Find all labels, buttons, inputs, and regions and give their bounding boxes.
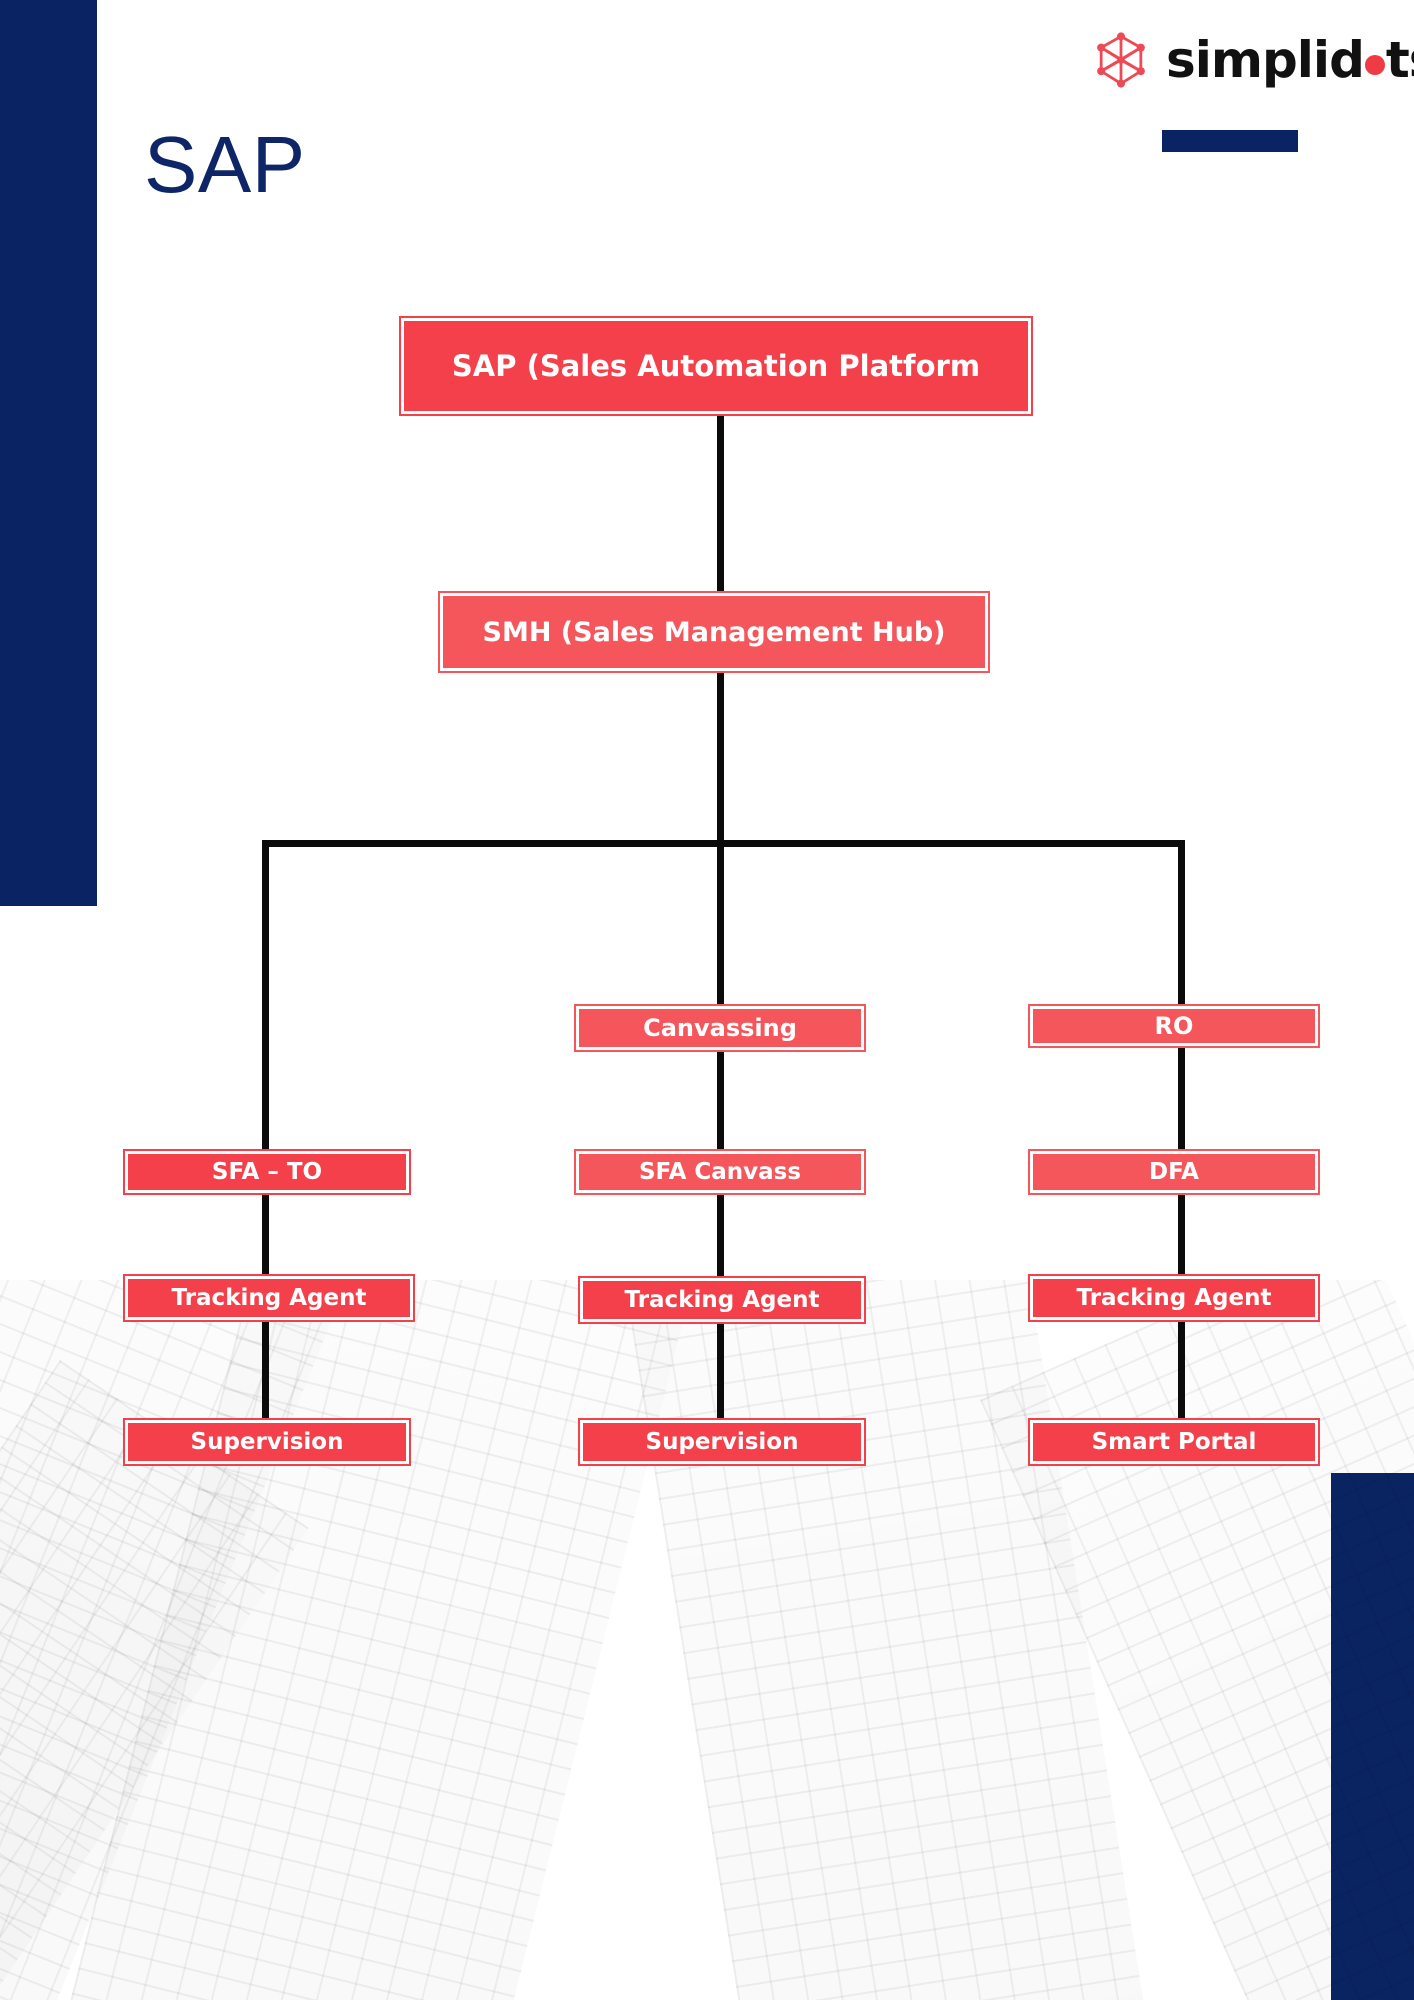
bottom-right-navy-block (1331, 1473, 1414, 2000)
node-ro[interactable]: RO (1028, 1004, 1320, 1048)
edge-bus-to-middle (717, 840, 724, 1010)
edge-bus-to-right (1178, 840, 1185, 1010)
left-navy-bar (0, 0, 97, 906)
edge-trackingagent-to-supervision-middle (717, 1320, 724, 1424)
node-smart-portal[interactable]: Smart Portal (1028, 1418, 1320, 1466)
edge-canvassing-to-sfacanvass (717, 1050, 724, 1155)
node-tracking-agent-middle[interactable]: Tracking Agent (578, 1276, 866, 1324)
node-sfa-canvass[interactable]: SFA Canvass (574, 1149, 866, 1195)
node-supervision-middle[interactable]: Supervision (578, 1418, 866, 1466)
edge-root-to-smh (717, 416, 724, 591)
page-title: SAP (144, 120, 306, 209)
edge-sfato-to-trackingagent (262, 1193, 269, 1281)
edge-dfa-to-trackingagent (1178, 1193, 1185, 1281)
logo-red-dot-icon (1364, 55, 1385, 75)
simplidots-logo[interactable]: simplid ts (1090, 26, 1414, 94)
node-dfa[interactable]: DFA (1028, 1149, 1320, 1195)
edge-trackingagent-to-smartportal (1178, 1318, 1185, 1424)
node-supervision-left[interactable]: Supervision (123, 1418, 411, 1466)
edge-trackingagent-to-supervision-left (262, 1318, 269, 1424)
navy-accent-bar (1162, 130, 1298, 152)
logo-word-part-1: simplid (1166, 31, 1365, 89)
node-sfa-to[interactable]: SFA – TO (123, 1149, 411, 1195)
node-canvassing[interactable]: Canvassing (574, 1004, 866, 1052)
edge-ro-to-dfa (1178, 1046, 1185, 1154)
logo-word-part-2: ts (1385, 31, 1414, 89)
edge-smh-to-bus (717, 673, 724, 847)
node-tracking-agent-left[interactable]: Tracking Agent (123, 1274, 415, 1322)
node-tracking-agent-right[interactable]: Tracking Agent (1028, 1274, 1320, 1322)
logo-wordmark: simplid ts (1166, 35, 1414, 85)
node-sap-root[interactable]: SAP (Sales Automation Platform (399, 316, 1033, 416)
org-chart: SAP (Sales Automation Platform SMH (Sale… (123, 316, 1320, 1466)
edge-bus-to-left (262, 840, 269, 1420)
edge-sfacanvass-to-trackingagent (717, 1193, 724, 1283)
node-smh[interactable]: SMH (Sales Management Hub) (438, 591, 990, 673)
simplidots-hex-network-icon (1090, 29, 1152, 91)
